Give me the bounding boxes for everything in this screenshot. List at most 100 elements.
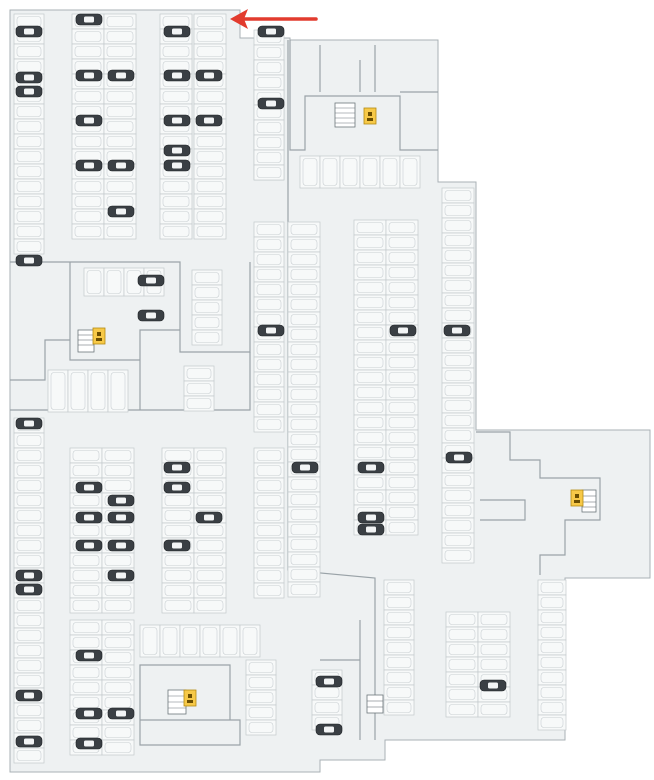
- empty-bay-outline: [290, 239, 318, 250]
- parking-space[interactable]: [193, 223, 227, 240]
- empty-bay-outline: [256, 239, 282, 250]
- core-walls-north: [289, 40, 438, 151]
- empty-bay-outline: [448, 614, 476, 625]
- empty-bay-outline: [16, 181, 42, 192]
- empty-bay-outline: [388, 387, 416, 398]
- empty-bay-outline: [106, 226, 134, 237]
- parking-space[interactable]: [103, 223, 137, 240]
- parking-space[interactable]: [441, 547, 475, 564]
- empty-bay-outline: [104, 637, 132, 648]
- car-roof: [266, 100, 276, 107]
- parking-space[interactable]: [287, 581, 321, 598]
- empty-bay-outline: [290, 524, 318, 535]
- empty-bay-outline: [302, 158, 318, 186]
- empty-bay-outline: [162, 181, 190, 192]
- empty-bay-outline: [290, 449, 318, 460]
- car-roof: [24, 257, 34, 264]
- empty-bay-outline: [162, 226, 190, 237]
- parking-space[interactable]: [253, 582, 285, 599]
- parking-space[interactable]: [183, 395, 215, 412]
- empty-bay-outline: [290, 479, 318, 490]
- parking-space[interactable]: [477, 701, 511, 718]
- parking-space[interactable]: [245, 719, 277, 736]
- parking-space[interactable]: [239, 624, 261, 658]
- empty-bay-outline: [16, 196, 42, 207]
- car-roof: [24, 586, 34, 593]
- parking-space[interactable]: [101, 597, 135, 614]
- empty-bay-outline: [104, 652, 132, 663]
- empty-bay-outline: [104, 465, 132, 476]
- parking-space[interactable]: [385, 519, 419, 536]
- empty-bay-outline: [106, 91, 134, 102]
- empty-bay-outline: [72, 570, 100, 581]
- empty-bay-outline: [16, 615, 42, 626]
- empty-bay-outline: [444, 400, 472, 411]
- empty-bay-outline: [186, 368, 212, 379]
- empty-bay-outline: [356, 252, 384, 263]
- empty-bay-outline: [540, 672, 564, 683]
- empty-bay-outline: [164, 495, 192, 506]
- empty-bay-outline: [444, 205, 472, 216]
- stairs-icon: [366, 694, 384, 714]
- empty-bay-outline: [256, 540, 282, 551]
- empty-bay-outline: [256, 495, 282, 506]
- empty-bay-outline: [388, 282, 416, 293]
- empty-bay-outline: [362, 158, 378, 186]
- car-roof: [116, 542, 126, 549]
- empty-bay-outline: [356, 432, 384, 443]
- car-roof: [488, 682, 498, 689]
- parking-space[interactable]: [191, 329, 223, 346]
- elevator-icon[interactable]: [183, 689, 197, 707]
- empty-bay-outline: [290, 494, 318, 505]
- empty-bay-outline: [388, 492, 416, 503]
- car-roof: [84, 16, 94, 23]
- parking-space[interactable]: [159, 223, 193, 240]
- car-roof: [324, 678, 334, 685]
- empty-bay-outline: [388, 417, 416, 428]
- stairs-icon: [334, 102, 356, 128]
- empty-bay-outline: [72, 697, 100, 708]
- empty-bay-outline: [256, 152, 282, 163]
- parking-space[interactable]: [399, 155, 421, 189]
- empty-bay-outline: [16, 226, 42, 237]
- empty-bay-outline: [104, 480, 132, 491]
- car-roof: [84, 484, 94, 491]
- elevator-icon[interactable]: [92, 327, 106, 345]
- parking-space[interactable]: [253, 164, 285, 181]
- empty-bay-outline: [256, 525, 282, 536]
- empty-bay-outline: [256, 450, 282, 461]
- parking-space[interactable]: [101, 739, 135, 756]
- car-roof: [454, 454, 464, 461]
- empty-bay-outline: [356, 342, 384, 353]
- empty-bay-outline: [444, 430, 472, 441]
- empty-bay-outline: [72, 637, 100, 648]
- car-roof: [266, 28, 276, 35]
- empty-bay-outline: [448, 659, 476, 670]
- empty-bay-outline: [386, 597, 412, 608]
- elevator-icon[interactable]: [570, 489, 584, 507]
- empty-bay-outline: [290, 224, 318, 235]
- parking-space[interactable]: [13, 747, 45, 764]
- empty-bay-outline: [74, 211, 102, 222]
- parking-space[interactable]: [13, 238, 45, 255]
- car-roof: [172, 147, 182, 154]
- empty-bay-outline: [386, 642, 412, 653]
- car-roof: [204, 117, 214, 124]
- elevator-icon[interactable]: [363, 107, 377, 125]
- empty-bay-outline: [196, 450, 224, 461]
- empty-bay-outline: [16, 106, 42, 117]
- empty-bay-outline: [386, 627, 412, 638]
- parking-space[interactable]: [253, 416, 285, 433]
- empty-bay-outline: [444, 190, 472, 201]
- empty-bay-outline: [256, 480, 282, 491]
- parking-space[interactable]: [383, 699, 415, 716]
- empty-bay-outline: [444, 550, 472, 561]
- parking-space[interactable]: [193, 597, 227, 614]
- parking-space[interactable]: [107, 369, 129, 413]
- empty-bay-outline: [540, 702, 564, 713]
- empty-bay-outline: [444, 310, 472, 321]
- parking-space[interactable]: [537, 714, 567, 731]
- empty-bay-outline: [290, 539, 318, 550]
- empty-bay-outline: [104, 622, 132, 633]
